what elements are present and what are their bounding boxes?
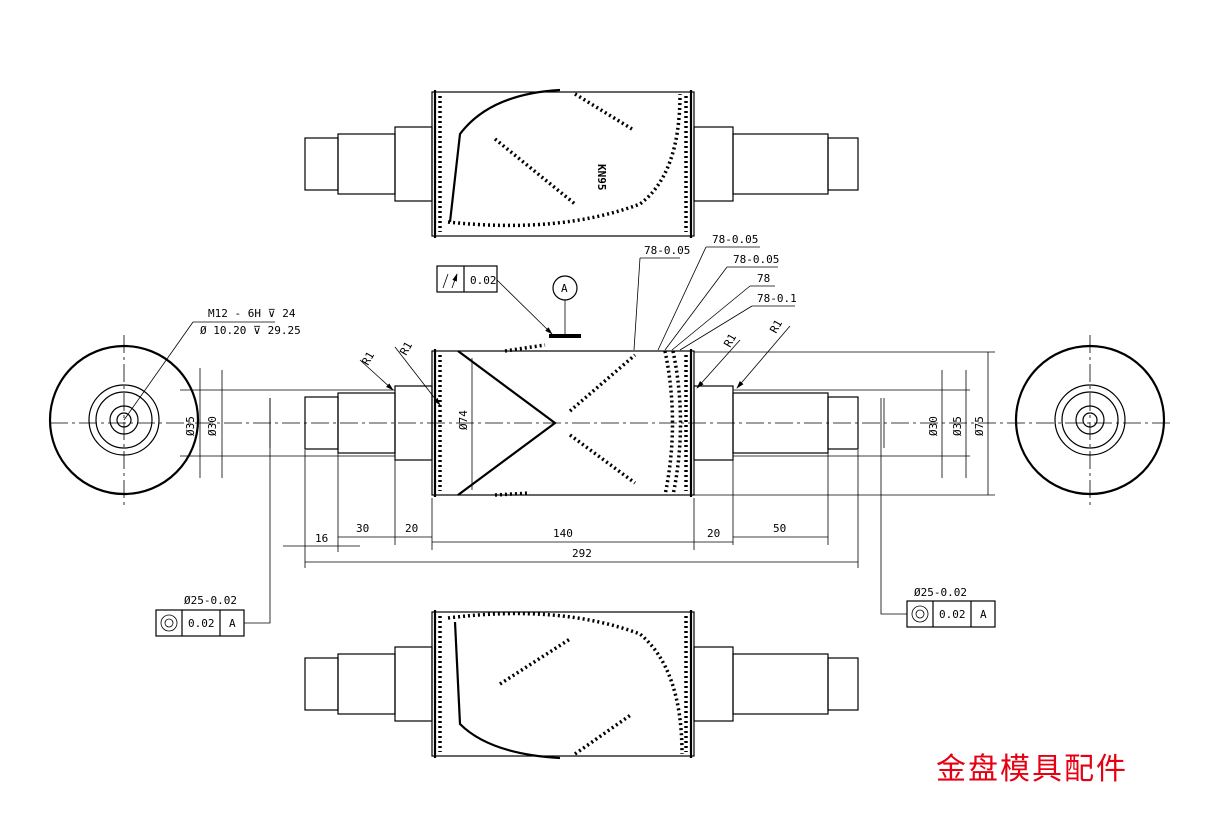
dimension-label: R1 (397, 340, 415, 358)
dimension-label: 140 (553, 527, 573, 540)
dimension-label: R1 (721, 332, 739, 350)
dimension-label: 16 (315, 532, 328, 545)
dimension-label: 78 (757, 272, 770, 285)
dimension-label: 78-0.1 (757, 292, 797, 305)
dimension-label: Ø25-0.02 (184, 594, 237, 607)
dimension-label: 20 (707, 527, 720, 540)
dimension-label: Ø35 (951, 416, 964, 436)
right-end-view (1014, 335, 1166, 505)
dimension-label: A (229, 617, 236, 630)
diameter-dimensions: Ø35 Ø30 Ø74 Ø30 Ø35 Ø75 (180, 351, 995, 496)
ring-callouts: 78-0.05 78-0.05 78-0.05 78 78-0.1 (633, 233, 797, 351)
dimension-label: 78-0.05 (733, 253, 779, 266)
dimension-label: R1 (767, 318, 785, 336)
datum-label: A (561, 282, 568, 295)
dimension-label: 0.02 (188, 617, 215, 630)
dimension-label: A (980, 608, 987, 621)
thread-note: M12 - 6H ⊽ 24 Ø 10.20 ⊽ 29.25 (123, 307, 301, 421)
dimension-label: Ø35 (184, 416, 197, 436)
dimension-label: 78-0.05 (644, 244, 690, 257)
drill-spec: Ø 10.20 ⊽ 29.25 (200, 324, 301, 337)
dimension-label: 0.02 (939, 608, 966, 621)
runout-frame: 0.02 A (436, 265, 581, 338)
dimension-label: 292 (572, 547, 592, 560)
dimension-label: R1 (359, 350, 377, 368)
dimension-label: Ø75 (973, 416, 986, 436)
main-view (303, 343, 860, 499)
dimension-label: Ø30 (206, 416, 219, 436)
dimension-label: 78-0.05 (712, 233, 758, 246)
radius-labels: R1 R1 R1 R1 (359, 318, 791, 406)
dimension-label: 0.02 (470, 274, 497, 287)
dimension-label: Ø25-0.02 (914, 586, 967, 599)
dimension-label: 30 (356, 522, 369, 535)
dimension-label: 50 (773, 522, 786, 535)
left-end-view (48, 335, 200, 505)
engraving-text: KN95 (595, 164, 608, 191)
concentricity-frame-right: Ø25-0.02 0.02 A (880, 398, 996, 628)
dimension-label: 20 (405, 522, 418, 535)
thread-spec: M12 - 6H ⊽ 24 (208, 307, 296, 320)
concentricity-frame-left: Ø25-0.02 0.02 A (155, 398, 271, 637)
dimension-label: Ø74 (457, 410, 470, 430)
brand-watermark: 金盘模具配件 (936, 752, 1128, 787)
top-view: KN95 (303, 88, 860, 240)
bottom-view (303, 608, 860, 760)
length-dimensions: 16 30 20 140 20 50 292 (283, 450, 859, 568)
dimension-label: Ø30 (927, 416, 940, 436)
